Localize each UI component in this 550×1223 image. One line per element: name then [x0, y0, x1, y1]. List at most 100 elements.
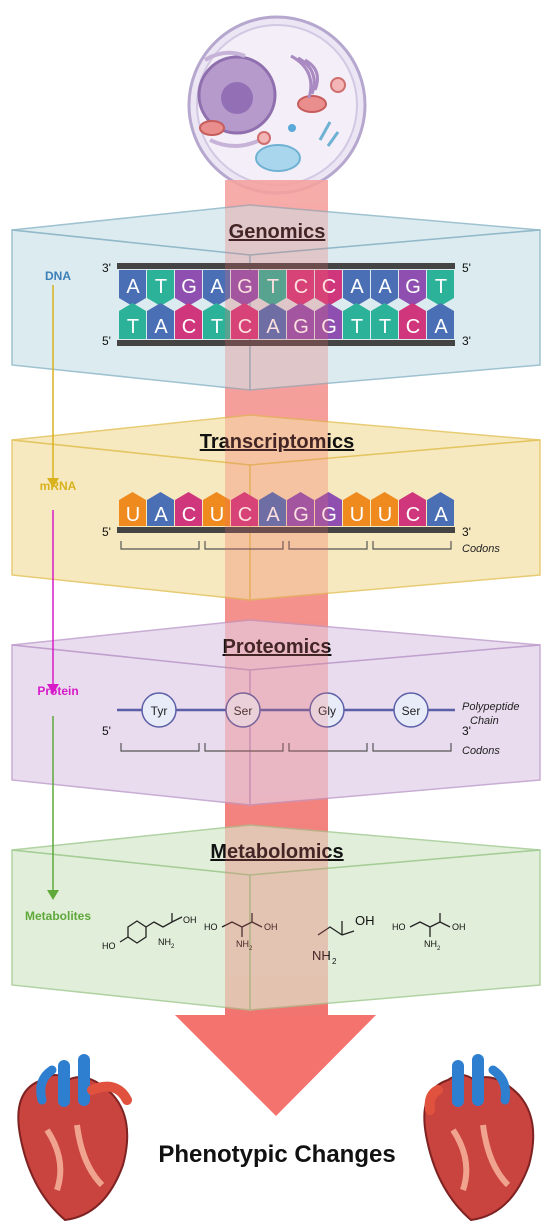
dna-base-letter: T [211, 316, 223, 338]
amino-acid-residue [393, 692, 429, 728]
dna-base-letter: C [238, 316, 252, 338]
mrna-base-letter: G [321, 504, 337, 526]
dna-base-letter: G [181, 276, 197, 298]
codon-bracket [120, 743, 200, 752]
mrna-end-label: 5' [102, 525, 111, 539]
dna-base [119, 303, 146, 339]
dna-end-label: 5' [462, 261, 471, 275]
amino-acid-label: Ser [234, 704, 253, 718]
dna-base-letter: A [154, 316, 168, 338]
mrna-base-letter: C [182, 504, 196, 526]
dna-base-letter: G [321, 316, 337, 338]
dna-base [343, 303, 370, 339]
dna-base-letter: T [435, 276, 447, 298]
mrna-base [259, 492, 286, 526]
dna-base-letter: A [126, 276, 140, 298]
dna-base-letter: T [155, 276, 167, 298]
mrna-base-letter: U [126, 504, 140, 526]
dna-base [175, 270, 202, 306]
dna-base-letter: G [293, 316, 309, 338]
codons-label: Codons [462, 745, 500, 757]
phenotypic-changes-label: Phenotypic Changes [158, 1141, 395, 1168]
dna-base-letter: T [351, 316, 363, 338]
dna-base [175, 303, 202, 339]
dna-base [259, 270, 286, 306]
dna-base [371, 303, 398, 339]
metabolomics-side-label: Metabolites [25, 909, 91, 923]
amino-acid-label: Tyr [151, 704, 168, 718]
transcriptomics-title: Transcriptomics [200, 431, 355, 453]
heart-icon [17, 1054, 132, 1222]
mrna-base-letter: C [238, 504, 252, 526]
dna-end-label: 3' [102, 261, 111, 275]
flow-arrow-head [47, 478, 59, 488]
dna-base [315, 270, 342, 306]
polypeptide-label: Polypeptide [462, 701, 520, 713]
svg-text:2: 2 [249, 946, 253, 952]
svg-text:OH: OH [264, 922, 278, 932]
mrna-base [315, 492, 342, 526]
dna-base-letter: A [378, 276, 392, 298]
mitochondrion-icon [297, 95, 327, 113]
metabolomics-title: Metabolomics [210, 841, 343, 863]
amino-acid-label: Ser [402, 704, 421, 718]
process-arrow-head [175, 1015, 376, 1116]
dna-base [427, 303, 454, 339]
vacuole-icon [255, 144, 301, 172]
dna-base [343, 270, 370, 306]
mrna-base-letter: C [406, 504, 420, 526]
dna-base [119, 270, 146, 306]
svg-text:2: 2 [171, 944, 175, 950]
heart-icon [423, 1054, 535, 1222]
codon-bracket [372, 541, 452, 550]
dna-base [231, 303, 258, 339]
dna-base [147, 270, 174, 306]
dna-base [399, 270, 426, 306]
svg-text:NH: NH [312, 948, 331, 963]
dna-base-letter: G [237, 276, 253, 298]
dna-base [371, 270, 398, 306]
svg-text:HO: HO [204, 922, 218, 932]
svg-text:2: 2 [437, 946, 441, 952]
svg-text:HO: HO [392, 922, 406, 932]
svg-text:2: 2 [332, 957, 337, 966]
amino-acid-label: Gly [318, 704, 336, 718]
mrna-base-letter: A [154, 504, 168, 526]
genomics-side-label: DNA [45, 269, 71, 283]
dna-base [315, 303, 342, 339]
codon-bracket [288, 743, 368, 752]
mrna-base-letter: U [210, 504, 224, 526]
mrna-base-letter: A [434, 504, 448, 526]
cell-illustration [187, 15, 367, 195]
mrna-base [343, 492, 370, 526]
dna-base [259, 303, 286, 339]
dna-end-label: 3' [462, 334, 471, 348]
dna-backbone-bottom [117, 340, 455, 346]
svg-text:OH: OH [355, 913, 375, 928]
mrna-base-letter: U [378, 504, 392, 526]
codons-label: Codons [462, 543, 500, 555]
dna-base [203, 270, 230, 306]
dna-base [287, 303, 314, 339]
proteomics-side-label: Protein [37, 684, 78, 698]
dna-backbone-top [117, 263, 455, 269]
mrna-base [371, 492, 398, 526]
codon-bracket [288, 541, 368, 550]
dna-base [399, 303, 426, 339]
dna-base-letter: G [405, 276, 421, 298]
dna-base-letter: T [267, 276, 279, 298]
svg-text:NH: NH [158, 937, 171, 947]
amino-acid-residue [309, 692, 345, 728]
mrna-base-letter: G [293, 504, 309, 526]
mrna-base [119, 492, 146, 526]
dna-base-letter: T [127, 316, 139, 338]
flow-arrow-head [47, 890, 59, 900]
proteomics-title: Proteomics [223, 636, 332, 658]
dna-base [231, 270, 258, 306]
